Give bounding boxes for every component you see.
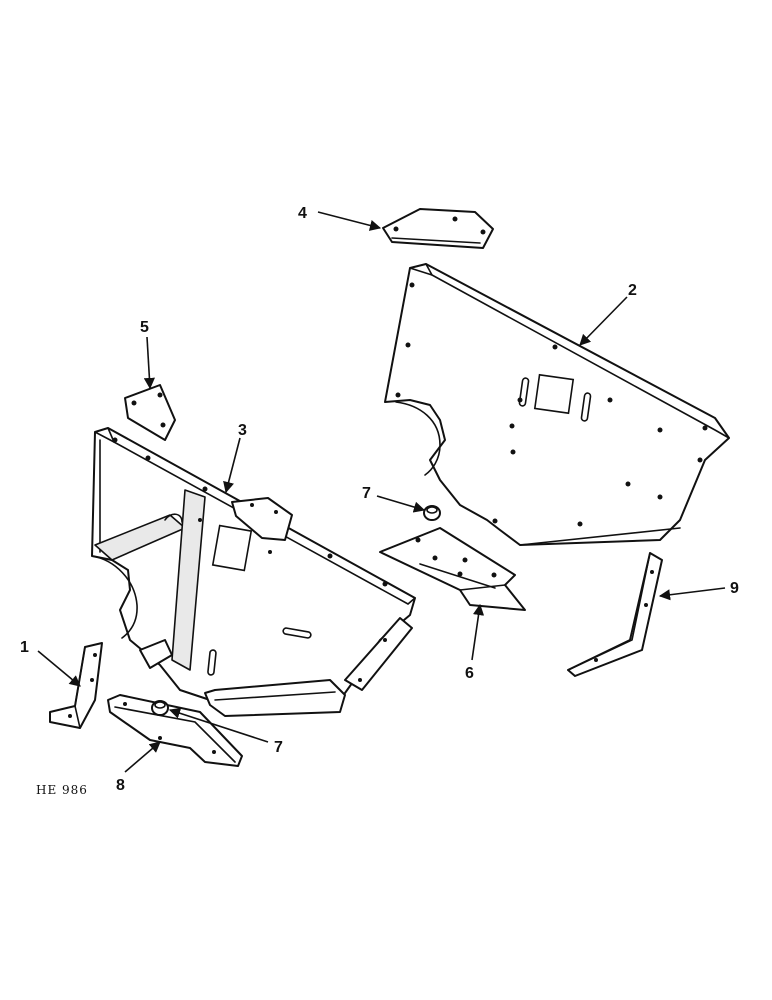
part-7-bushing-lower <box>151 700 169 716</box>
leader-7-lower <box>168 707 269 743</box>
callout-3: 3 <box>238 422 247 439</box>
leader-lines <box>37 211 726 773</box>
callout-5: 5 <box>140 319 149 336</box>
callout-7-lower: 7 <box>274 739 283 756</box>
part-7-bushing-upper <box>423 505 441 521</box>
leader-7-upper <box>376 495 426 513</box>
callout-labels: 4 2 5 3 7 6 9 1 7 8 <box>20 205 739 794</box>
callout-1: 1 <box>20 639 29 656</box>
leader-3 <box>223 437 241 494</box>
callout-2: 2 <box>628 282 637 299</box>
callout-6: 6 <box>465 665 474 682</box>
callout-8: 8 <box>116 777 125 794</box>
part-4-gusset-plate <box>382 208 494 249</box>
leader-8 <box>124 741 161 773</box>
part-1-angle-bracket <box>49 642 103 729</box>
part-3-main-frame <box>91 427 416 717</box>
callout-7-upper: 7 <box>362 485 371 502</box>
leader-5 <box>143 336 155 390</box>
part-8-mounting-strap <box>107 694 243 767</box>
leader-4 <box>317 211 382 231</box>
callout-4: 4 <box>298 205 307 222</box>
part-6-bracket-plate <box>379 527 526 611</box>
leader-1 <box>37 650 81 687</box>
callout-9: 9 <box>730 580 739 597</box>
part-9-angle-brace <box>567 552 663 677</box>
leader-6 <box>471 603 485 661</box>
leader-9 <box>658 587 726 601</box>
part-2-rear-panel <box>384 263 730 546</box>
leader-2 <box>579 296 628 346</box>
part-5-corner-gusset <box>124 384 176 441</box>
reference-code: HE 986 <box>36 783 88 797</box>
